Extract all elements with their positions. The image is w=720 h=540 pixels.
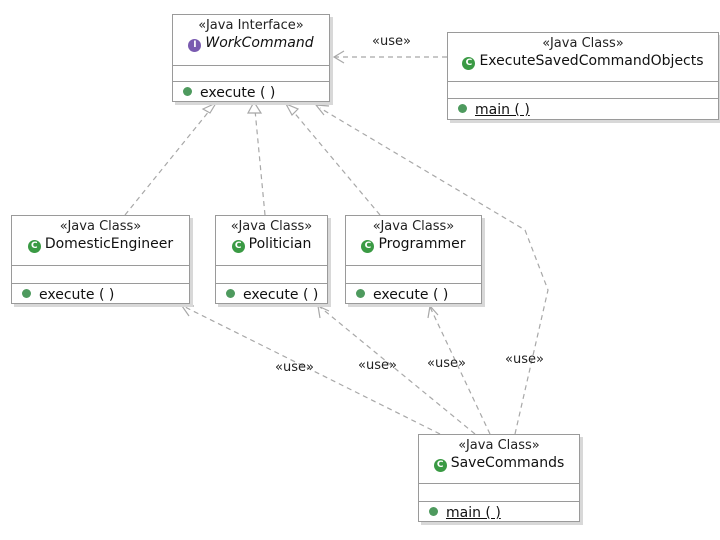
class-icon: C [27,240,41,253]
attribute-compartment [216,266,327,284]
use-label-work-command: «use» [505,352,544,367]
attribute-compartment [173,66,329,82]
stereotype-label: «Java Class» [230,219,313,234]
stereotype-label: «Java Class» [372,219,455,234]
class-icon: C [361,240,375,253]
use-label-programmer: «use» [427,356,466,371]
use-arrowhead-domestic [180,305,194,317]
use-arrowhead-politician [317,304,330,319]
stereotype-label: «Java Class» [458,438,540,453]
use-arrowhead-work-command [314,104,330,116]
public-method-icon [356,289,365,298]
public-method-icon [226,289,235,298]
public-method-icon [429,507,438,516]
realization-arrowhead-2 [246,100,263,114]
realization-edge-domestic-engineer [124,109,211,216]
attribute-compartment [12,266,189,284]
use-label-politician: «use» [358,358,397,373]
use-arrowhead-programmer [427,304,439,319]
class-icon: C [462,57,476,70]
stereotype-label: «Java Class» [542,36,624,51]
use-label-domestic: «use» [275,360,314,375]
realization-edge-politician [254,109,266,216]
operation-row[interactable]: execute ( ) [12,284,189,306]
use-label-execute-saved: «use» [372,34,411,49]
attribute-compartment [419,484,579,502]
operation-row[interactable]: main ( ) [419,502,579,524]
public-method-icon [183,87,192,96]
use-edge-politician [319,306,476,435]
realization-arrowhead-1 [201,101,218,114]
class-icon: C [433,459,447,472]
stereotype-label: «Java Class» [59,219,142,234]
use-arrowhead-execute-saved [332,50,345,64]
class-icon: C [231,240,245,253]
use-edge-programmer [429,306,491,435]
operation-row[interactable]: execute ( ) [173,82,329,104]
use-edge-domestic-engineer [184,306,441,435]
realization-edge-programmer [291,109,381,216]
interface-icon: I [188,39,202,52]
attribute-compartment [448,82,718,99]
attribute-compartment [346,266,481,284]
operation-row[interactable]: execute ( ) [346,284,481,306]
realization-arrowhead-3 [284,102,300,116]
public-method-icon [458,104,467,113]
operation-row[interactable]: execute ( ) [216,284,327,306]
stereotype-label: «Java Interface» [198,18,304,33]
operation-row[interactable]: main ( ) [448,99,718,121]
use-edge-work-command [319,107,549,435]
public-method-icon [22,289,31,298]
